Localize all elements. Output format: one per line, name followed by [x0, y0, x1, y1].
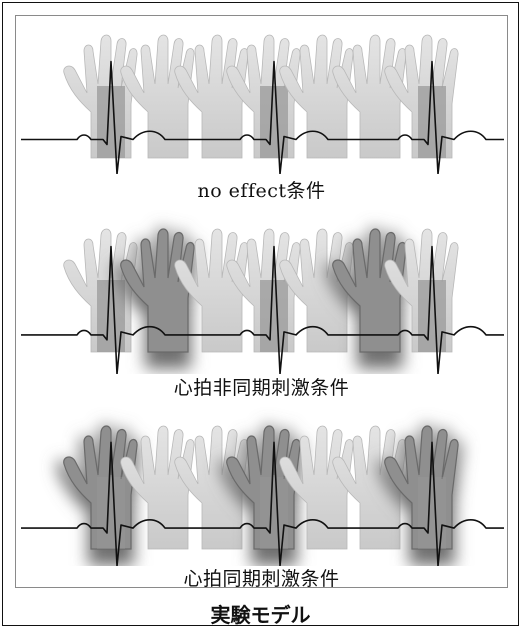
stimulated-hand [57, 424, 141, 565]
figure-inner: no effect条件 心拍非同期刺激条件 心拍同期刺激条件 [15, 15, 508, 588]
panel-sync-stimulation [16, 401, 507, 566]
hands-ecg-graphic [16, 24, 508, 174]
figure-frame: no effect条件 心拍非同期刺激条件 心拍同期刺激条件 実験モデル [2, 2, 519, 626]
panel-async-stimulation [16, 204, 507, 374]
caption-no-effect: no effect条件 [16, 176, 507, 203]
caption-sync-stimulation: 心拍同期刺激条件 [16, 564, 507, 588]
panel-no-effect [16, 24, 507, 174]
hands-ecg-graphic [16, 204, 508, 374]
caption-async-stimulation: 心拍非同期刺激条件 [16, 373, 507, 400]
model-title: 実験モデル [3, 599, 518, 628]
hands-ecg-graphic [16, 401, 508, 566]
